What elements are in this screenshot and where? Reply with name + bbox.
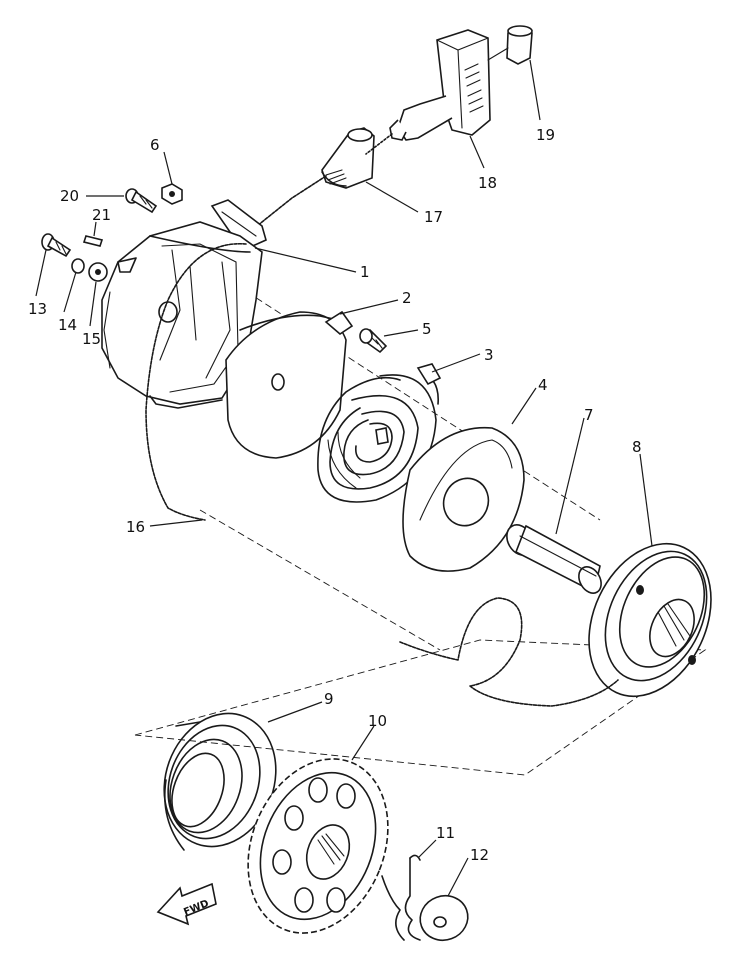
callout-14: 14 <box>58 316 77 334</box>
part-3-recoil-spring <box>317 363 442 503</box>
part-6-nut <box>161 183 183 205</box>
part-2-spring-case <box>225 310 354 459</box>
callout-labels: 19 18 17 1 2 5 3 4 7 8 16 9 10 11 12 6 2… <box>28 126 642 864</box>
part-14-lock-washer <box>71 258 85 274</box>
callout-9: 9 <box>324 690 334 708</box>
part-1-starter-case <box>101 199 267 409</box>
callout-4: 4 <box>538 376 548 394</box>
part-13-bolt <box>41 233 72 258</box>
callout-3: 3 <box>484 346 494 364</box>
leader-lines <box>35 59 653 897</box>
part-4-washer-disk <box>402 426 525 572</box>
assembly-guide-lines <box>134 267 707 776</box>
part-10-gear <box>247 758 389 934</box>
callout-7: 7 <box>584 406 594 424</box>
part-9-friction-spring <box>163 712 277 851</box>
part-11-clip <box>381 854 421 941</box>
fwd-direction-marker: FWD <box>156 882 217 926</box>
part-7-shaft <box>506 524 602 594</box>
callout-12: 12 <box>470 846 489 864</box>
part-17-rope-guide-cone <box>321 127 375 189</box>
callout-17: 17 <box>424 208 443 226</box>
callout-10: 10 <box>368 712 387 730</box>
callout-8: 8 <box>632 438 642 456</box>
part-5-screw <box>359 328 388 354</box>
callout-2: 2 <box>402 289 412 307</box>
arrow-icon <box>156 882 217 926</box>
callout-13: 13 <box>28 300 47 318</box>
part-12-washer <box>419 894 469 942</box>
part-19-handle-cap <box>506 25 533 65</box>
part-21-pin <box>82 235 104 247</box>
callout-19: 19 <box>536 126 555 144</box>
part-16-starter-rope <box>145 243 247 521</box>
part-20-bolt <box>125 188 158 214</box>
callout-5: 5 <box>422 320 432 338</box>
callout-6: 6 <box>150 136 160 154</box>
part-15-washer <box>88 262 108 282</box>
starter-rope-lower <box>399 597 619 707</box>
callout-20: 20 <box>60 187 79 205</box>
callout-16: 16 <box>126 518 145 536</box>
callout-1: 1 <box>360 263 370 281</box>
callout-18: 18 <box>478 174 497 192</box>
part-8-pulley <box>588 542 712 698</box>
callout-11: 11 <box>436 824 455 842</box>
callout-15: 15 <box>82 330 101 348</box>
callout-21: 21 <box>92 206 111 224</box>
part-18-t-handle <box>389 29 509 141</box>
